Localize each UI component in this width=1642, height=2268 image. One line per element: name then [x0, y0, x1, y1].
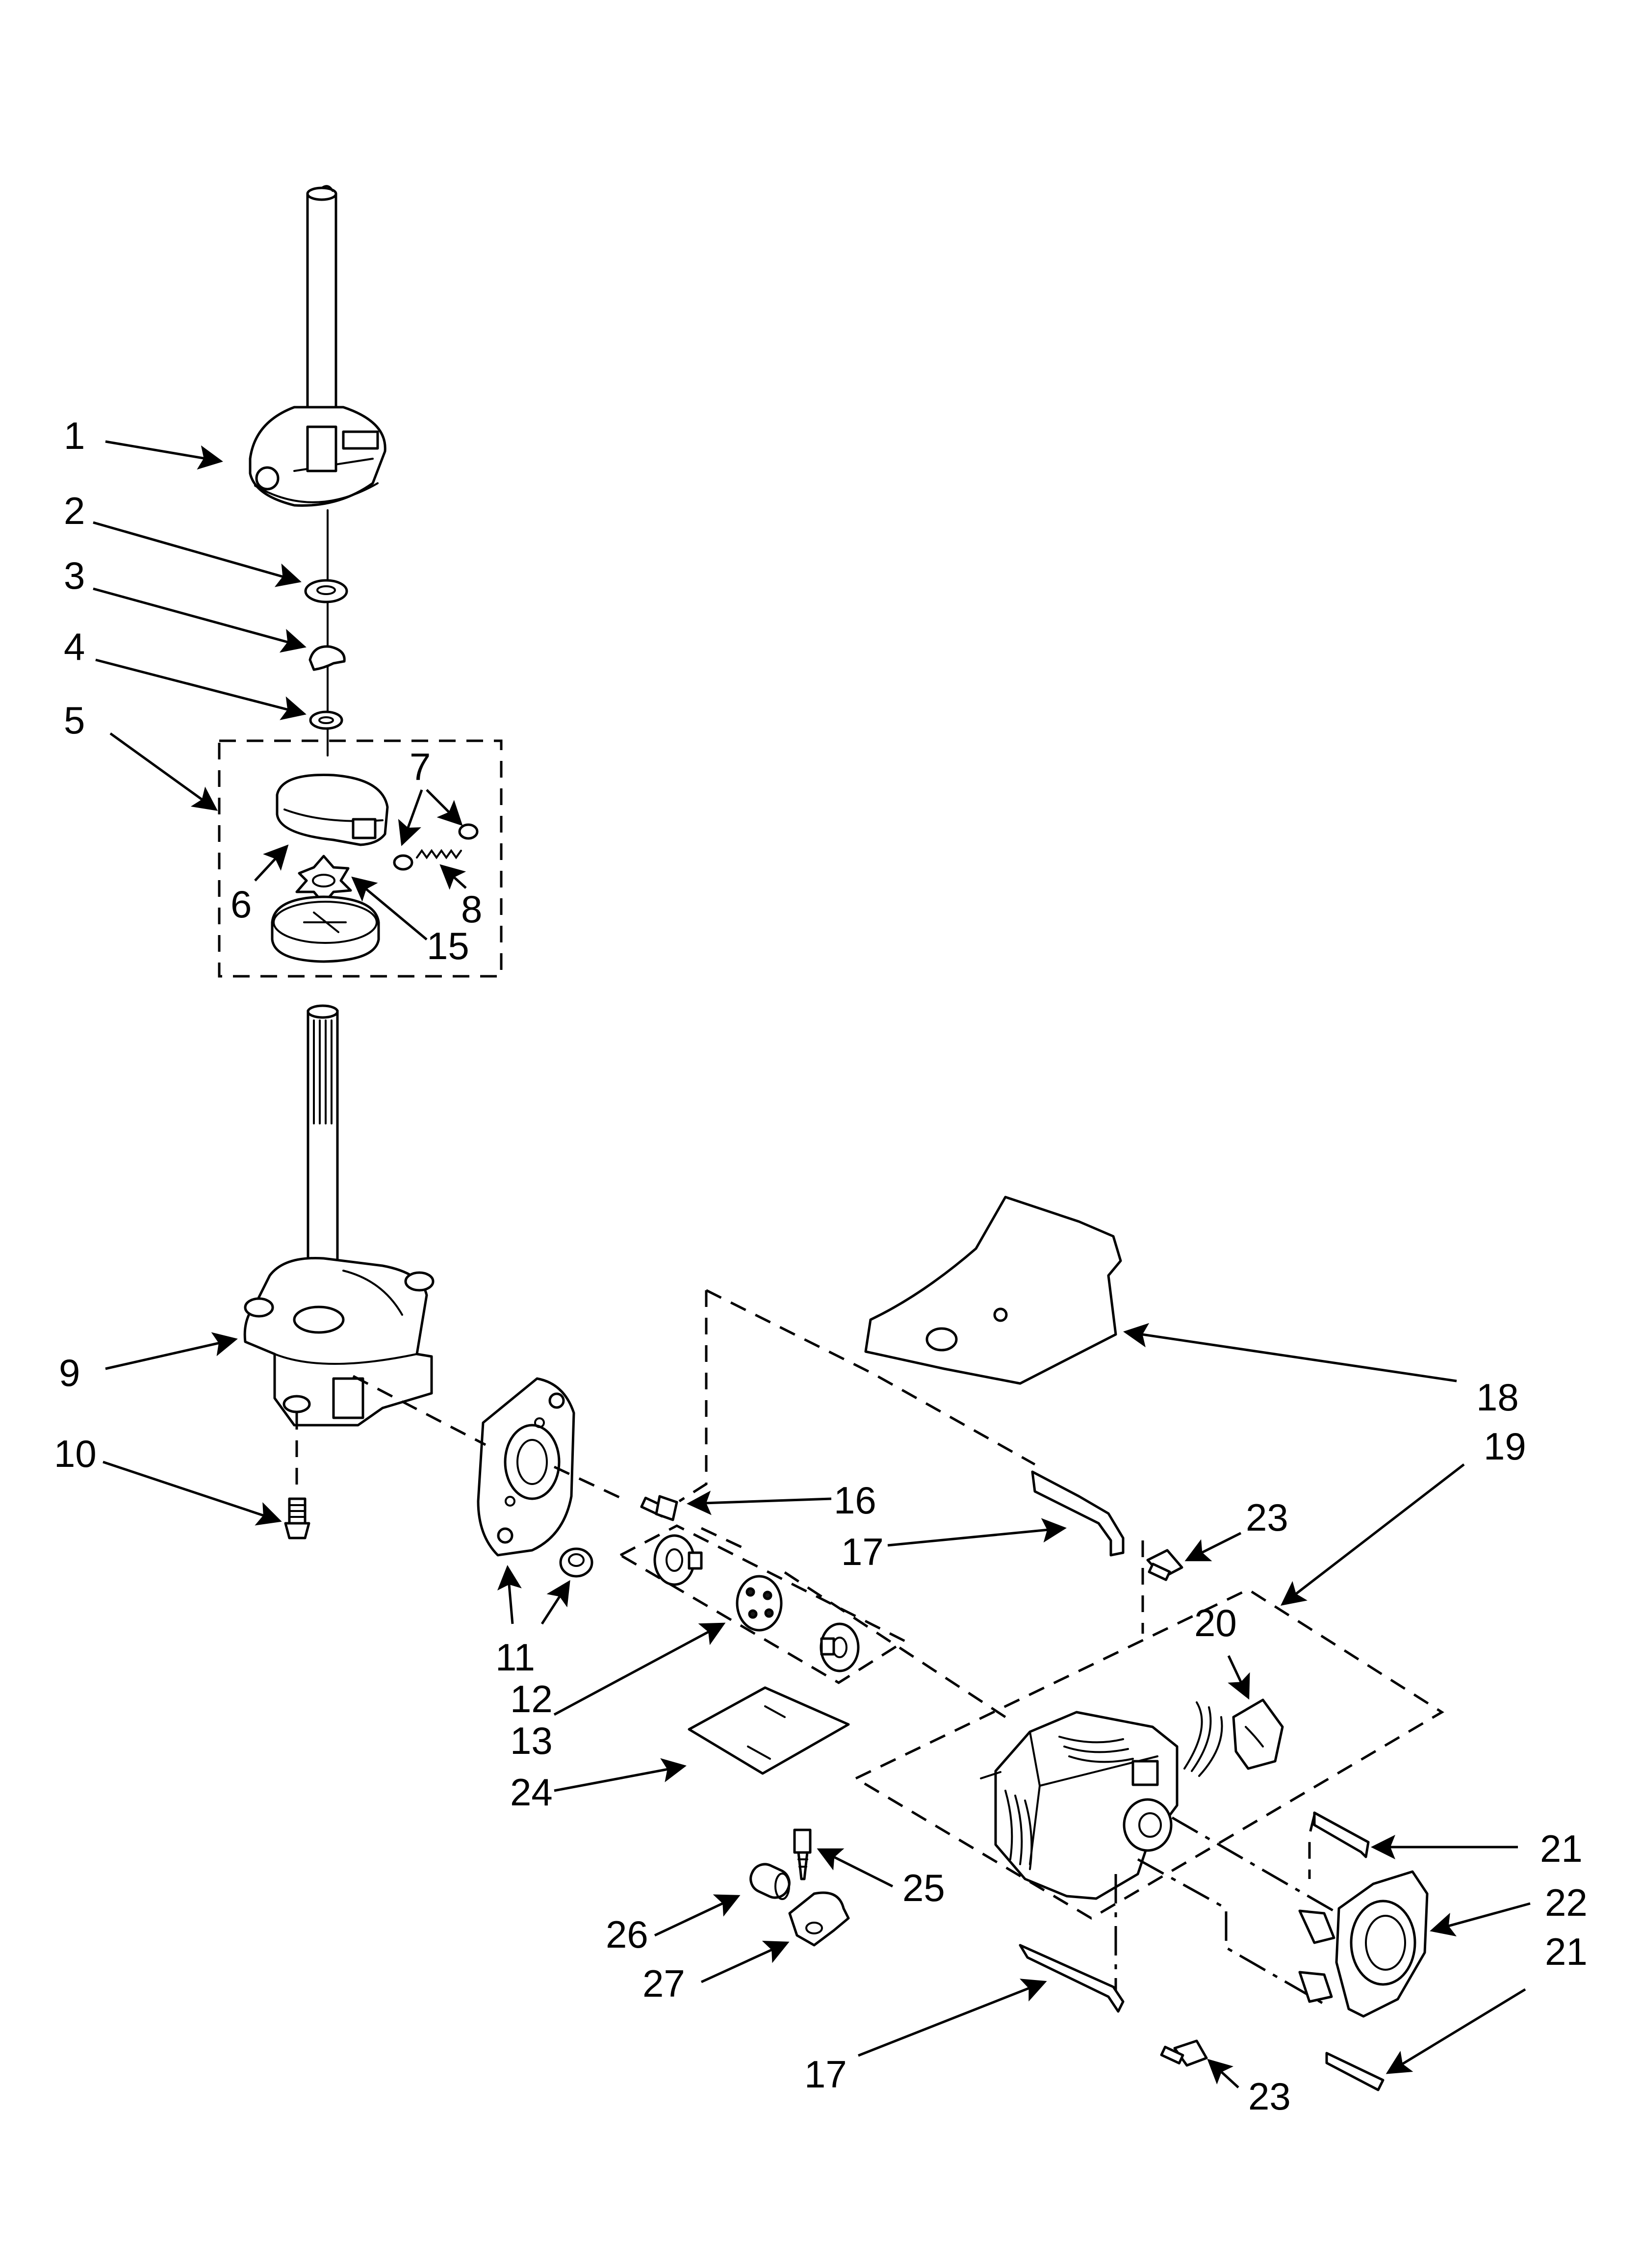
shield-plate — [688, 1686, 850, 1775]
centre-line-d — [705, 1289, 1036, 1466]
motor-bracket-lower — [1019, 1944, 1125, 2013]
callout-2: 2 — [64, 489, 85, 532]
drive-plate — [477, 1377, 575, 1557]
callout-26: 26 — [606, 1913, 648, 1956]
motor-bracket-upper — [1031, 1470, 1125, 1557]
clutch-drum — [271, 895, 380, 963]
callout-21b: 21 — [1545, 1930, 1588, 1973]
motor-bolt-lower — [1160, 2039, 1208, 2067]
coupling-disc — [736, 1575, 783, 1632]
shift-bolt — [640, 1495, 678, 1521]
gearcase — [243, 1256, 435, 1427]
motor-bolt-upper — [1146, 1549, 1183, 1581]
coupling-hub-1 — [653, 1534, 703, 1586]
callout-20: 20 — [1194, 1601, 1237, 1644]
callout-labels: 1 2 3 4 5 6 7 8 9 10 11 12 13 15 16 17 1… — [54, 414, 1588, 2118]
clamp — [788, 1891, 850, 1947]
callout-7: 7 — [410, 745, 431, 788]
shaft-top — [306, 185, 337, 441]
e-ring — [309, 710, 343, 730]
callout-11: 11 — [495, 1636, 535, 1679]
motor-line-b — [1137, 1858, 1325, 2006]
callout-24: 24 — [510, 1771, 553, 1814]
callout-21a: 21 — [1540, 1827, 1583, 1870]
callout-23b: 23 — [1248, 2075, 1291, 2118]
callout-1: 1 — [64, 414, 85, 457]
motor-switch — [1183, 1698, 1284, 1777]
callout-15: 15 — [427, 924, 469, 967]
pump-housing — [1298, 1870, 1429, 2018]
motor-shaft-line — [1171, 1816, 1364, 1929]
centre-line-b — [678, 1290, 708, 1503]
callout-12: 12 — [510, 1677, 553, 1721]
motor — [980, 1711, 1179, 1900]
clamp-screw — [793, 1828, 812, 1880]
callout-18: 18 — [1476, 1376, 1519, 1419]
callout-27: 27 — [642, 1962, 685, 2005]
callout-16: 16 — [834, 1479, 876, 1522]
washer — [304, 579, 348, 603]
centre-line-c — [553, 1465, 1006, 1719]
callout-25: 25 — [902, 1866, 945, 1909]
callout-19: 19 — [1484, 1425, 1526, 1468]
centre-line-a — [352, 1375, 487, 1446]
callout-5: 5 — [64, 699, 85, 742]
callout-4: 4 — [64, 625, 85, 668]
brake-assembly-box — [218, 739, 503, 978]
leader-lines — [93, 440, 1531, 2088]
callout-17b: 17 — [804, 2053, 847, 2096]
motor-cover-panel — [864, 1196, 1122, 1385]
clutch-star — [295, 855, 352, 905]
brake-cam-assembly — [249, 406, 386, 507]
coupling-box — [617, 1524, 908, 1684]
callout-17a: 17 — [841, 1530, 884, 1573]
callout-9: 9 — [59, 1351, 80, 1394]
coupler-small — [559, 1547, 593, 1578]
clip-upper — [1308, 1811, 1370, 1879]
callout-6: 6 — [231, 883, 252, 926]
callout-3: 3 — [64, 554, 85, 597]
bumper — [749, 1863, 791, 1900]
callout-22: 22 — [1545, 1881, 1588, 1924]
spin-tube — [307, 1004, 339, 1287]
motor-assembly-box — [853, 1588, 1444, 1920]
brake-spring-parts — [393, 823, 479, 871]
coupling-hub-2 — [820, 1622, 860, 1672]
callout-8: 8 — [461, 887, 482, 931]
retaining-clip — [308, 645, 346, 671]
mounting-screw — [284, 1413, 310, 1539]
brake-band — [276, 774, 389, 846]
callout-13: 13 — [510, 1719, 553, 1762]
clip-lower — [1325, 2052, 1385, 2091]
callout-23a: 23 — [1246, 1496, 1288, 1539]
callout-10: 10 — [54, 1432, 97, 1475]
